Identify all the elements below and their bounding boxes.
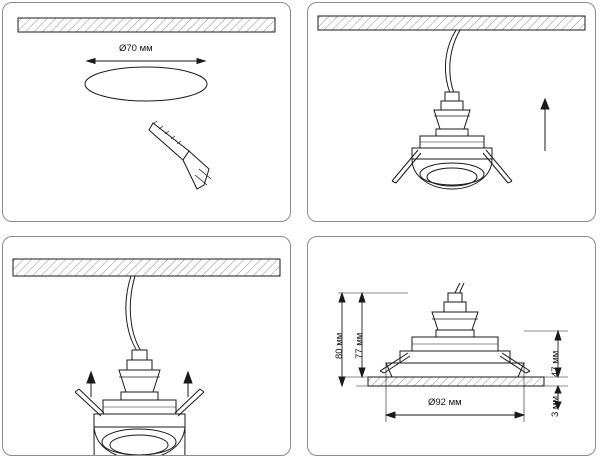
cable [444,29,461,94]
ceiling-hatch-bar [12,258,281,277]
panel-cut-hole: Ø70 мм [2,2,291,222]
panel-1-drawing [17,17,276,190]
fixture-body [93,391,186,455]
ceiling-hatch-bar [17,17,276,33]
panel-dimensions: 80 мм 77 мм 47 мм 3 мм Ø92 мм [307,236,596,456]
panel-2-drawing [317,15,586,190]
panel-push-up-fixture [2,236,291,456]
panel-insert-fixture [307,2,596,222]
lamp-socket [433,91,471,130]
fixture-body [385,292,525,378]
cable [125,275,142,352]
ceiling-hatch-bar [317,15,586,31]
hand-saw-icon [148,120,212,190]
spring-clips [391,149,513,184]
spring-clips [74,388,205,417]
up-arrow [540,97,550,151]
up-arrow-right [183,370,193,397]
spring-clips [379,352,531,374]
lamp-socket [118,349,161,393]
panel-4-drawing [338,282,568,422]
panel-3-drawing [12,258,281,455]
dimension-lines [338,291,568,422]
dimension-arrow-horizontal [85,57,207,65]
ceiling-hatch-bar [367,376,545,387]
fixture-body [411,128,493,190]
hole-ellipse [84,66,208,102]
up-arrow-left [86,370,96,397]
